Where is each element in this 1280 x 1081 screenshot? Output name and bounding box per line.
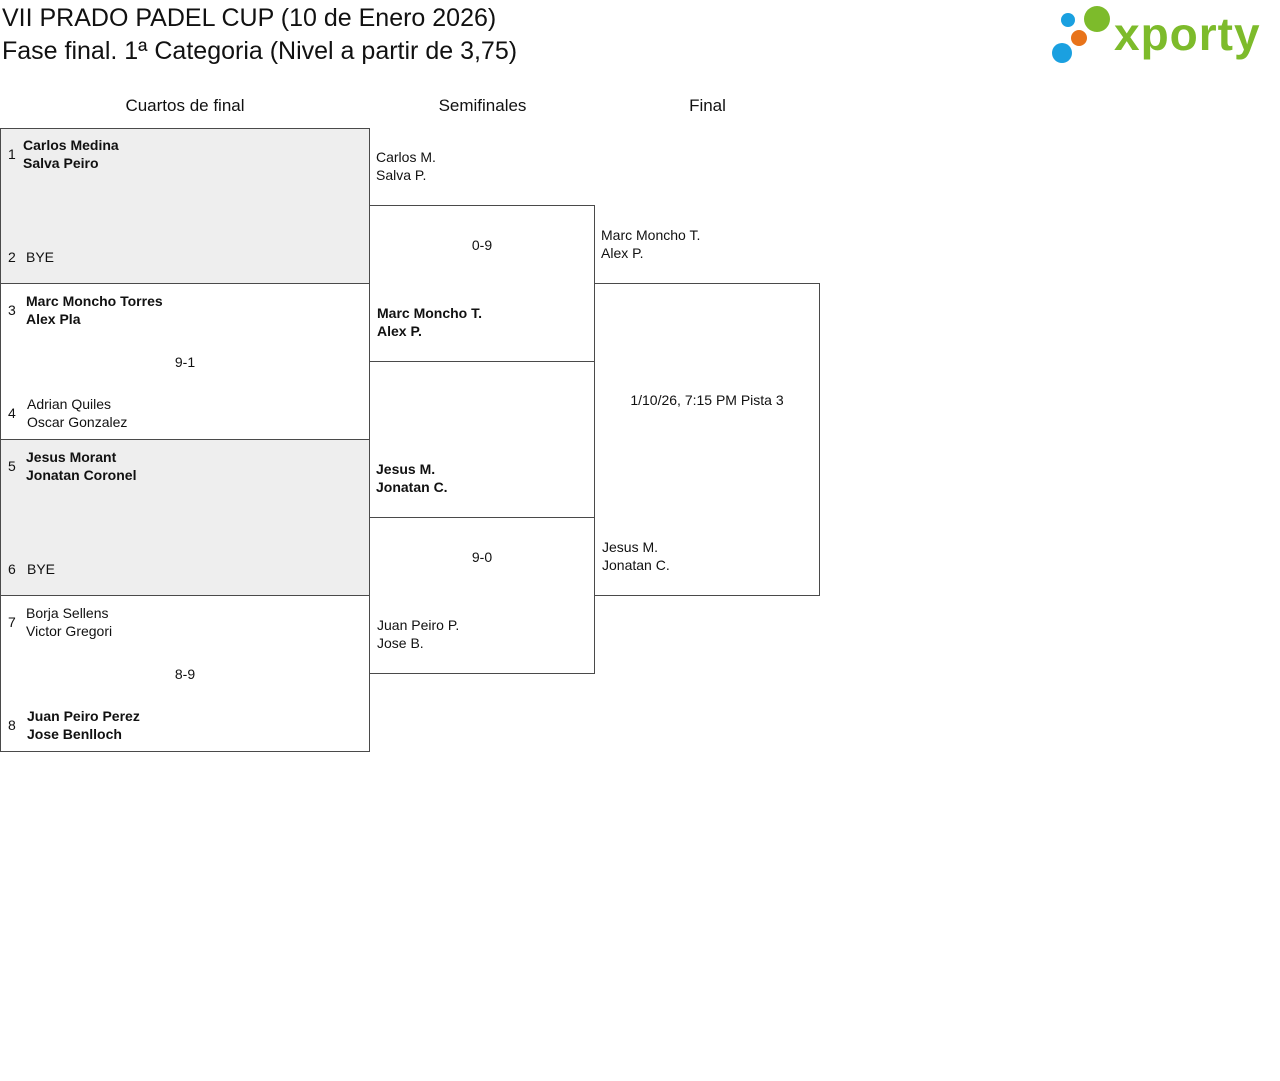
logo-text: xporty [1114,8,1261,60]
player-name: Alex Pla [26,311,81,327]
logo-dot-blue-small [1061,13,1075,27]
player-name: Carlos M. [376,149,436,165]
player-name: BYE [27,561,56,577]
match-schedule: 1/10/26, 7:15 PM Pista 3 [630,392,784,408]
seed-number: 2 [8,249,16,265]
team-name[interactable]: Adrian Quiles Oscar Gonzalez [27,395,127,431]
player-name: Marc Moncho Torres [26,293,163,309]
player-name: Jose Benlloch [27,726,122,742]
player-name: Carlos Medina [23,137,119,153]
player-name: Adrian Quiles [27,396,112,412]
team-name[interactable]: Borja Sellens Victor Gregori [26,604,112,640]
team-name[interactable]: Juan Peiro Perez Jose Benlloch [27,707,140,743]
player-name: BYE [26,249,55,265]
player-name: Marc Moncho T. [601,227,701,243]
round-header-semis: Semifinales [438,96,527,115]
team-name[interactable]: Marc Moncho T. Alex P. [601,226,700,262]
quarterfinal-match-3[interactable]: 5 Jesus Morant Jonatan Coronel 6 BYE [0,439,370,596]
logo-dot-blue [1052,43,1072,63]
seed-number: 8 [8,717,16,733]
player-name: Jesus M. [376,461,436,477]
logo-dot-orange [1071,30,1087,46]
match-score: 0-9 [471,237,493,253]
player-name: Juan Peiro Perez [27,708,140,724]
team-name[interactable]: BYE [27,560,55,578]
player-name: Alex P. [601,245,644,261]
player-name: Jonatan Coronel [26,467,137,483]
player-name: Borja Sellens [26,605,109,621]
match-score: 9-0 [471,549,493,565]
seed-number: 6 [8,561,16,577]
page-subtitle: Fase final. 1ª Categoria (Nivel a partir… [2,37,518,65]
player-name: Jesus M. [602,539,659,555]
round-header-final: Final [689,96,726,115]
team-name[interactable]: Marc Moncho Torres Alex Pla [26,292,163,328]
seed-number: 5 [8,458,16,474]
seed-number: 4 [8,405,16,421]
player-name: Jonatan C. [376,479,448,495]
match-score: 8-9 [174,666,196,682]
player-name: Juan Peiro P. [377,617,460,633]
quarterfinal-match-2[interactable]: 3 Marc Moncho Torres Alex Pla 9-1 4 Adri… [0,283,370,440]
team-name[interactable]: BYE [26,248,54,266]
seed-number: 3 [8,302,16,318]
quarterfinal-match-1[interactable]: 1 Carlos Medina Salva Peiro 2 BYE [0,128,370,284]
xporty-logo: xporty [1052,4,1276,66]
player-name: Alex P. [377,323,422,339]
player-name: Jose B. [377,635,424,651]
team-name[interactable]: Carlos Medina Salva Peiro [23,136,119,172]
player-name: Marc Moncho T. [377,305,483,321]
quarterfinal-match-4[interactable]: 7 Borja Sellens Victor Gregori 8-9 8 Jua… [0,595,370,752]
player-name: Victor Gregori [26,623,113,639]
team-name[interactable]: Jesus Morant Jonatan Coronel [26,448,136,484]
semifinal-match-2[interactable]: 9-0 Juan Peiro P. Jose B. [369,517,595,674]
page-title: VII PRADO PADEL CUP (10 de Enero 2026) [2,4,497,32]
team-name[interactable]: Jesus M. Jonatan C. [602,538,670,574]
semifinal-match-1[interactable]: 0-9 Marc Moncho T. Alex P. [369,205,595,362]
logo-dot-green [1084,6,1110,32]
seed-number: 1 [8,146,16,162]
player-name: Oscar Gonzalez [27,414,128,430]
match-score: 9-1 [174,354,196,370]
player-name: Salva Peiro [23,155,99,171]
team-name[interactable]: Marc Moncho T. Alex P. [377,304,482,340]
player-name: Salva P. [376,167,427,183]
round-header-quarters: Cuartos de final [125,96,245,115]
team-name[interactable]: Carlos M. Salva P. [376,148,436,184]
team-name[interactable]: Juan Peiro P. Jose B. [377,616,459,652]
final-match[interactable]: 1/10/26, 7:15 PM Pista 3 Jesus M. Jonata… [594,283,820,596]
seed-number: 7 [8,614,16,630]
team-name[interactable]: Jesus M. Jonatan C. [376,460,448,496]
player-name: Jesus Morant [26,449,117,465]
player-name: Jonatan C. [602,557,670,573]
